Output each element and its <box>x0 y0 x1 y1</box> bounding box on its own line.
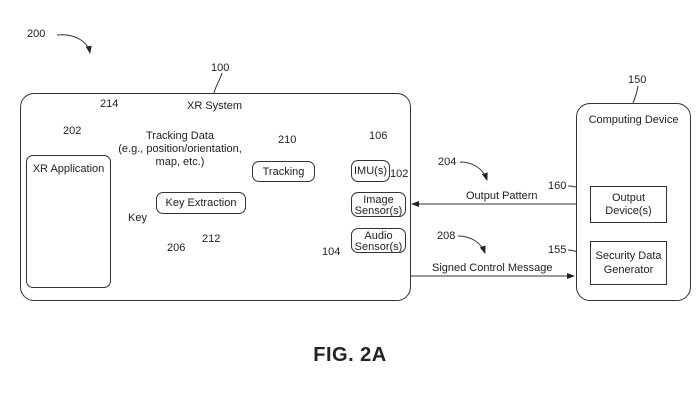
security-generator-box: Security Data Generator <box>590 241 667 285</box>
ref-104: 104 <box>322 246 341 258</box>
key-label: Key <box>128 212 147 224</box>
security-generator-label-1: Security Data <box>595 250 662 262</box>
ref-208: 208 <box>437 230 456 242</box>
ref-106: 106 <box>369 130 388 142</box>
xr-application-label: XR Application <box>32 163 105 175</box>
leader-200 <box>56 34 92 54</box>
xr-application-box: XR Application <box>26 155 111 288</box>
ref-212: 212 <box>202 233 221 245</box>
output-device-label-1: Output <box>611 192 646 204</box>
imu-label: IMU(s) <box>354 165 387 177</box>
leader-204 <box>459 161 488 181</box>
figure-caption: FIG. 2A <box>313 344 387 366</box>
security-generator-label-2: Generator <box>603 264 654 276</box>
tracking-box: Tracking <box>252 161 315 182</box>
imu-box: IMU(s) <box>351 160 390 182</box>
leader-150 <box>632 85 639 104</box>
tracking-data-label-2: (e.g., position/orientation, <box>118 143 242 155</box>
ref-102: 102 <box>390 168 409 180</box>
output-pattern-label: Output Pattern <box>466 190 538 202</box>
tracking-data-label-1: Tracking Data <box>145 130 215 142</box>
key-extraction-label: Key Extraction <box>165 197 237 209</box>
audio-sensor-box: Audio Sensor(s) <box>351 228 406 253</box>
leader-208 <box>457 235 486 254</box>
ref-100: 100 <box>211 62 230 74</box>
audio-sensor-label-1: Audio <box>364 230 393 242</box>
ref-200: 200 <box>27 28 46 40</box>
audio-sensor-label-2: Sensor(s) <box>354 241 403 253</box>
leader-100 <box>213 72 223 94</box>
ref-150: 150 <box>628 74 647 86</box>
tracking-label: Tracking <box>262 166 305 178</box>
output-device-box: Output Device(s) <box>590 186 667 223</box>
image-sensor-box: Image Sensor(s) <box>351 192 406 217</box>
ref-160: 160 <box>548 180 567 192</box>
output-device-label-2: Device(s) <box>605 205 652 217</box>
ref-202: 202 <box>63 125 82 137</box>
ref-155: 155 <box>548 244 567 256</box>
signed-control-label: Signed Control Message <box>432 262 553 274</box>
image-sensor-label-1: Image <box>363 194 394 206</box>
key-extraction-box: Key Extraction <box>156 192 246 214</box>
xr-system-label: XR System <box>187 100 243 112</box>
ref-206: 206 <box>167 242 186 254</box>
ref-210: 210 <box>278 134 297 146</box>
tracking-data-label-3: map, etc.) <box>155 156 205 168</box>
computing-device-label: Computing Device <box>588 114 679 126</box>
ref-204: 204 <box>438 156 457 168</box>
image-sensor-label-2: Sensor(s) <box>354 205 403 217</box>
ref-214: 214 <box>100 98 119 110</box>
